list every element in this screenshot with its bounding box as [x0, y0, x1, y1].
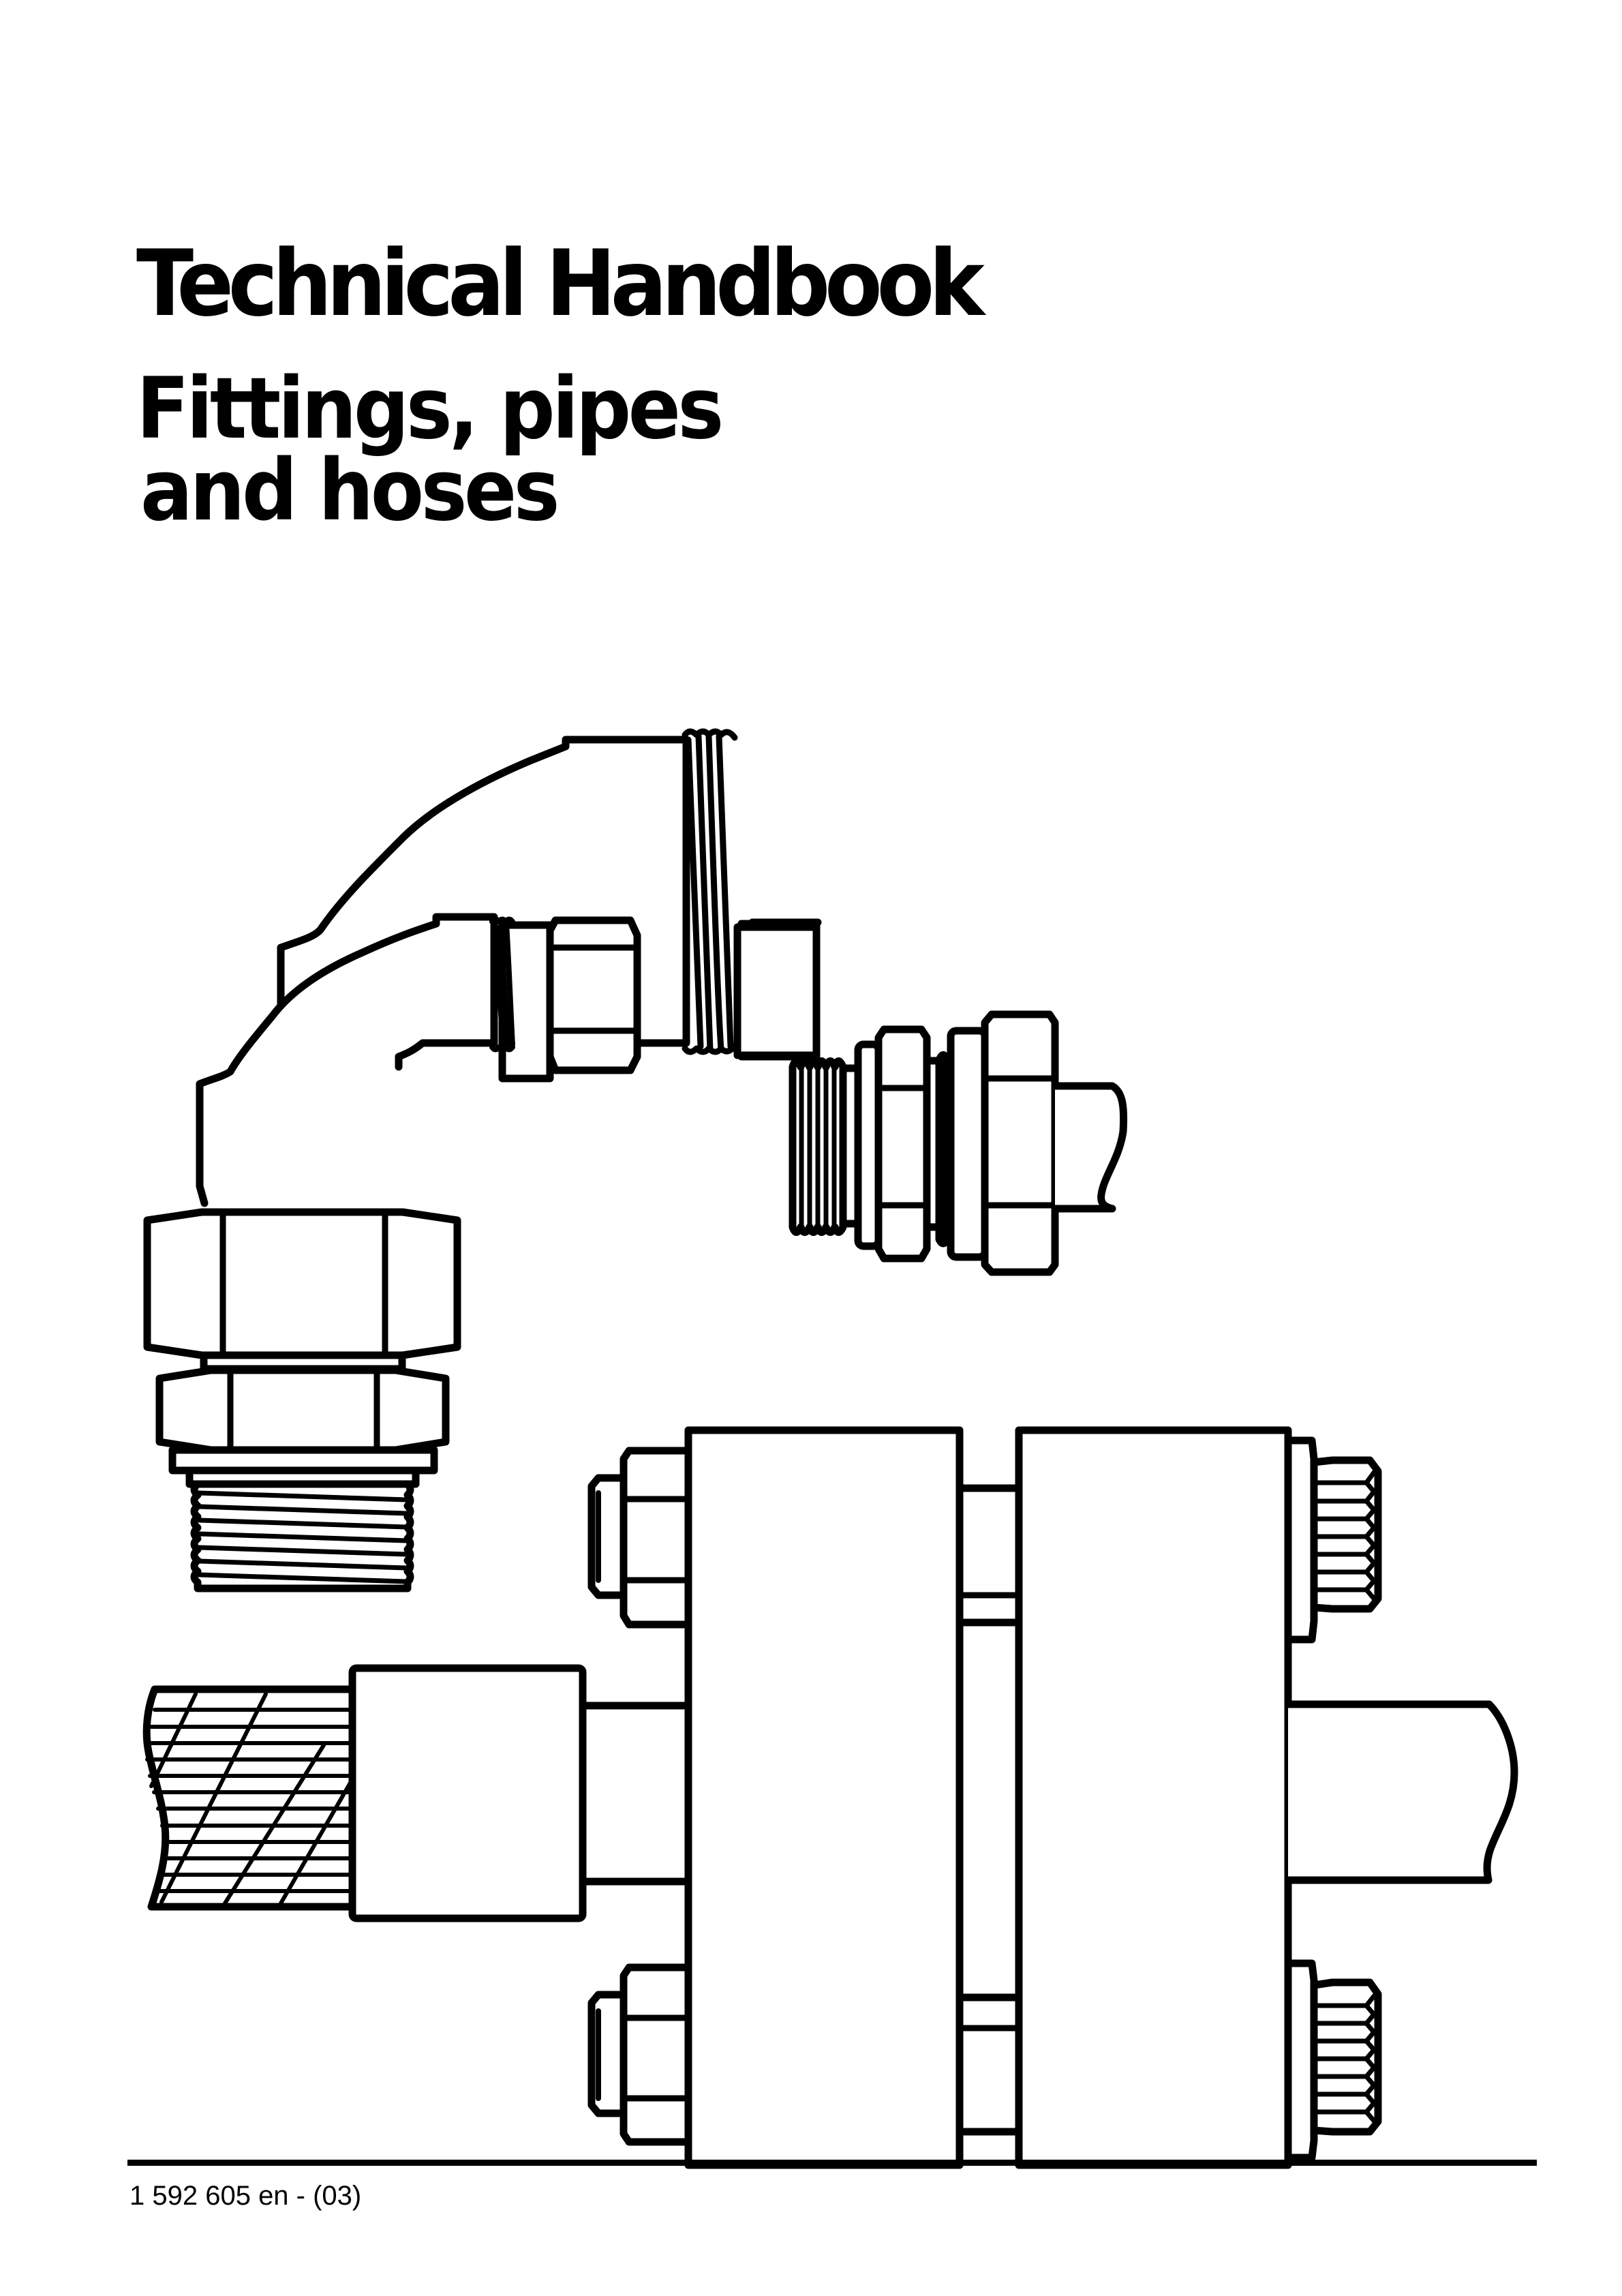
footer-rule — [127, 2160, 1537, 2166]
document-code: 1 592 605 en - (03) — [129, 2181, 362, 2211]
elbow-outlet-nut-icon — [733, 923, 821, 1059]
handbook-subtitle-line-2: and hoses — [140, 442, 560, 540]
handbook-title: Technical Handbook — [136, 230, 985, 337]
braided-hose-icon — [142, 1664, 692, 1922]
elbow-assembly-icon — [143, 913, 641, 1592]
straight-connector-icon — [789, 1010, 1128, 1276]
flange-connection-icon — [587, 1426, 1518, 2169]
elbow-top-hex-nut-icon — [827, 920, 869, 953]
title-block: Technical Handbook Fittings, pipes and h… — [136, 230, 1090, 540]
handbook-subtitle-line-1: Fittings, pipes — [136, 360, 724, 458]
